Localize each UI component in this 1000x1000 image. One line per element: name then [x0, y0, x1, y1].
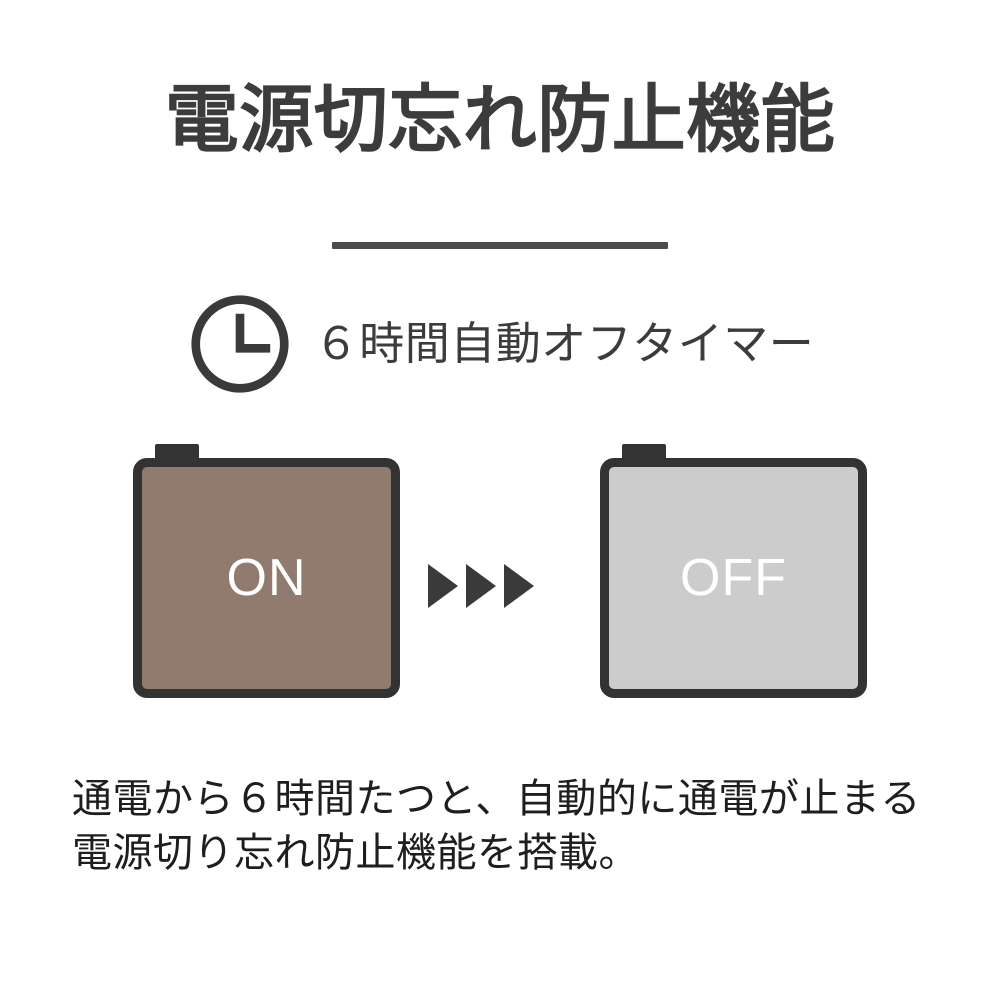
page-title: 電源切忘れ防止機能 — [164, 78, 836, 161]
transition-arrows — [428, 556, 578, 616]
device-off-body: OFF — [600, 458, 867, 698]
device-on: ON — [133, 444, 400, 698]
device-on-body: ON — [133, 458, 400, 698]
arrow-right-icon-1 — [428, 564, 458, 608]
on-off-diagram: ON OFF — [0, 436, 1000, 711]
device-on-label: ON — [226, 549, 307, 607]
title-divider — [332, 242, 668, 249]
subtitle-row: ６時間自動オフタイマー — [0, 288, 1000, 400]
caption-line-2: 電源切り忘れ防止機能を搭載。 — [72, 831, 639, 875]
device-off-label: OFF — [680, 549, 787, 607]
arrow-right-icon-3 — [504, 564, 534, 608]
device-off: OFF — [600, 444, 867, 698]
caption-line-1: 通電から６時間たつと、自動的に通電が止まる — [72, 777, 921, 821]
caption: 通電から６時間たつと、自動的に通電が止まる 電源切り忘れ防止機能を搭載。 — [72, 772, 952, 880]
arrow-right-icon-2 — [466, 564, 496, 608]
subtitle-text: ６時間自動オフタイマー — [313, 318, 815, 369]
clock-icon — [191, 295, 289, 393]
